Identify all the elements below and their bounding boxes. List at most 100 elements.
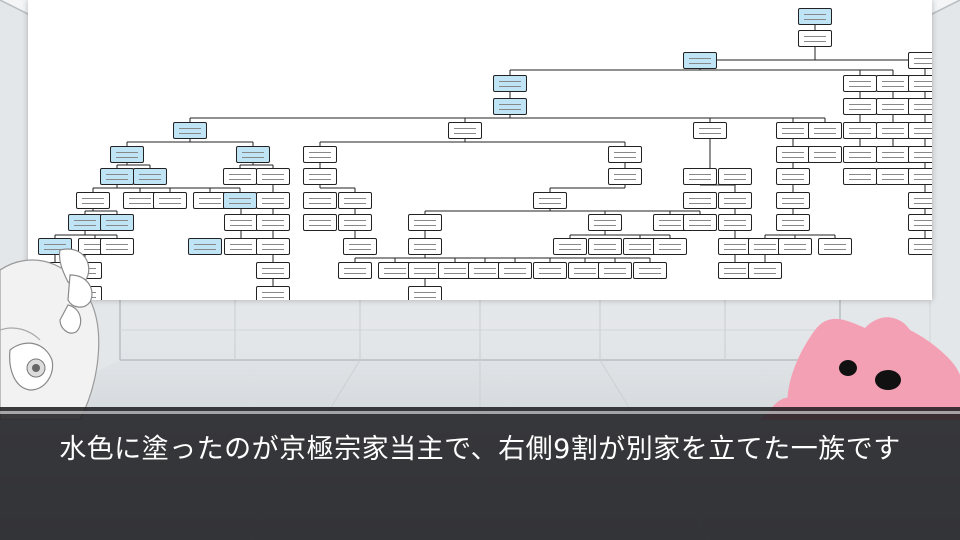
tree-node xyxy=(608,168,642,185)
tree-node xyxy=(408,262,442,279)
tree-node xyxy=(908,75,932,92)
tree-node xyxy=(718,214,752,231)
tree-node xyxy=(718,192,752,209)
tree-node xyxy=(808,146,842,163)
subtitle-text: 水色に塗ったのが京極宗家当主で、右側9割が別家を立てた一族です xyxy=(59,434,901,465)
tree-node xyxy=(303,214,337,231)
tree-node xyxy=(224,214,258,231)
tree-node xyxy=(588,214,622,231)
tree-node xyxy=(633,262,667,279)
tree-node xyxy=(123,192,157,209)
tree-node xyxy=(808,122,842,139)
pink-slime-character xyxy=(760,317,960,420)
tree-node xyxy=(683,214,717,231)
tree-node xyxy=(653,238,687,255)
tree-node-main-head xyxy=(188,238,222,255)
tree-node xyxy=(908,146,932,163)
tree-node xyxy=(908,214,932,231)
tree-node xyxy=(448,122,482,139)
tree-node-main-head xyxy=(173,122,207,139)
tree-node xyxy=(843,98,877,115)
tree-node xyxy=(598,262,632,279)
tree-node xyxy=(798,30,832,47)
tree-node xyxy=(408,238,442,255)
tree-node xyxy=(256,168,290,185)
tree-node xyxy=(408,214,442,231)
tree-node xyxy=(876,146,910,163)
subtitle-bar-top-line xyxy=(0,411,960,414)
tree-node xyxy=(608,146,642,163)
tree-node xyxy=(256,238,290,255)
tree-node xyxy=(683,168,717,185)
tree-node-main-head xyxy=(223,192,257,209)
tree-node-main-head xyxy=(110,146,144,163)
tree-node xyxy=(498,262,532,279)
tree-node xyxy=(843,122,877,139)
tree-node xyxy=(303,146,337,163)
tree-node xyxy=(908,98,932,115)
tree-node xyxy=(193,192,227,209)
tree-node xyxy=(876,122,910,139)
tree-node-main-head xyxy=(493,98,527,115)
tree-node xyxy=(153,192,187,209)
tree-node xyxy=(776,122,810,139)
tree-node xyxy=(843,75,877,92)
tree-node xyxy=(653,214,687,231)
tree-node xyxy=(718,262,752,279)
tree-node xyxy=(748,262,782,279)
tree-node xyxy=(908,192,932,209)
tree-node-main-head xyxy=(100,214,134,231)
tree-node xyxy=(908,122,932,139)
tree-node xyxy=(623,238,657,255)
tree-node xyxy=(256,262,290,279)
tree-node xyxy=(818,238,852,255)
tree-node xyxy=(908,238,932,255)
tree-node xyxy=(338,192,372,209)
tree-node xyxy=(468,262,502,279)
tree-node xyxy=(343,238,377,255)
tree-node xyxy=(378,262,412,279)
tree-node xyxy=(876,168,910,185)
tree-node xyxy=(256,214,290,231)
tree-node xyxy=(908,168,932,185)
tree-node xyxy=(683,192,717,209)
tree-node xyxy=(776,192,810,209)
tree-node xyxy=(776,146,810,163)
tree-node xyxy=(256,286,290,300)
tree-node xyxy=(533,262,567,279)
tree-node xyxy=(843,146,877,163)
family-tree-board xyxy=(28,0,932,300)
subtitle-bar xyxy=(0,407,960,540)
tree-node xyxy=(338,214,372,231)
tree-node xyxy=(778,238,812,255)
tree-node-main-head xyxy=(493,75,527,92)
tree-node xyxy=(876,98,910,115)
tree-node xyxy=(408,286,442,300)
tree-node-main-head xyxy=(236,146,270,163)
tree-node xyxy=(588,238,622,255)
tree-node-main-head xyxy=(100,168,134,185)
tree-node xyxy=(908,52,932,69)
tree-node xyxy=(553,238,587,255)
tree-node xyxy=(533,192,567,209)
tree-node-main-head xyxy=(133,168,167,185)
tree-node xyxy=(693,122,727,139)
tree-node xyxy=(438,262,472,279)
tree-node-main-head xyxy=(68,214,102,231)
tree-node xyxy=(303,192,337,209)
tree-node-main-head xyxy=(798,8,832,25)
tree-node xyxy=(338,262,372,279)
tree-node xyxy=(718,238,752,255)
tree-node xyxy=(224,238,258,255)
tree-node xyxy=(303,168,337,185)
tree-node xyxy=(568,262,602,279)
tree-node xyxy=(223,168,257,185)
tree-node xyxy=(843,168,877,185)
tree-node xyxy=(776,168,810,185)
tree-node xyxy=(100,238,134,255)
tree-node xyxy=(256,192,290,209)
tree-node xyxy=(718,168,752,185)
tree-node xyxy=(748,238,782,255)
white-haired-character xyxy=(0,248,100,420)
tree-node xyxy=(876,75,910,92)
